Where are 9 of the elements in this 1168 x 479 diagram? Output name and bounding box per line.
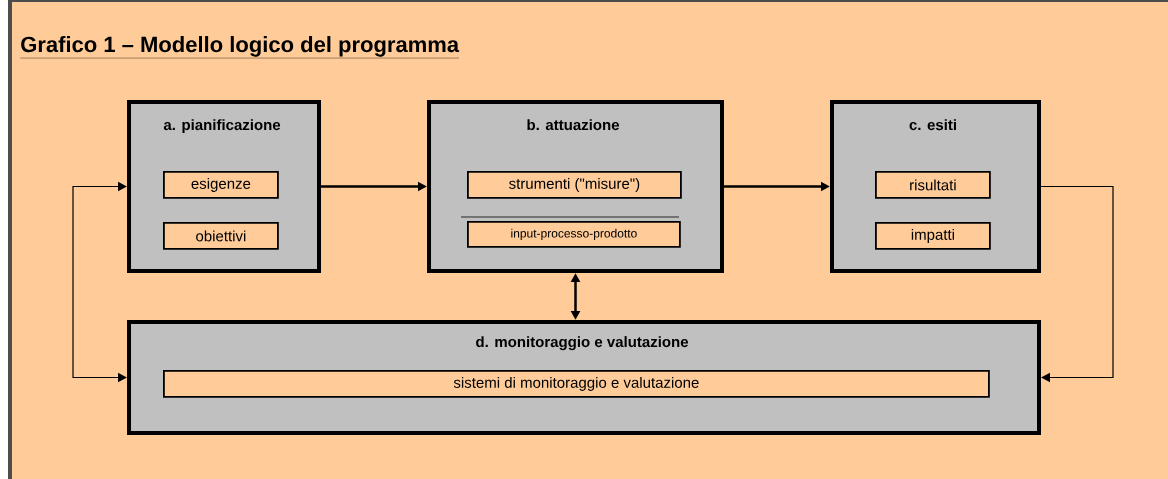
item-box: impatti [875,222,991,250]
arrow [1040,185,1114,383]
title: Grafico 1 – Modello logico del programma [20,36,460,59]
item-box: sistemi di monitoraggio e valutazione [163,370,990,398]
item-box: obiettivi [163,222,279,250]
item-box: strumenti ("misure") [467,171,682,199]
item-box: risultati [875,171,991,199]
item-box: esigenze [163,171,279,199]
item-box: input-processo-prodotto [467,221,681,248]
